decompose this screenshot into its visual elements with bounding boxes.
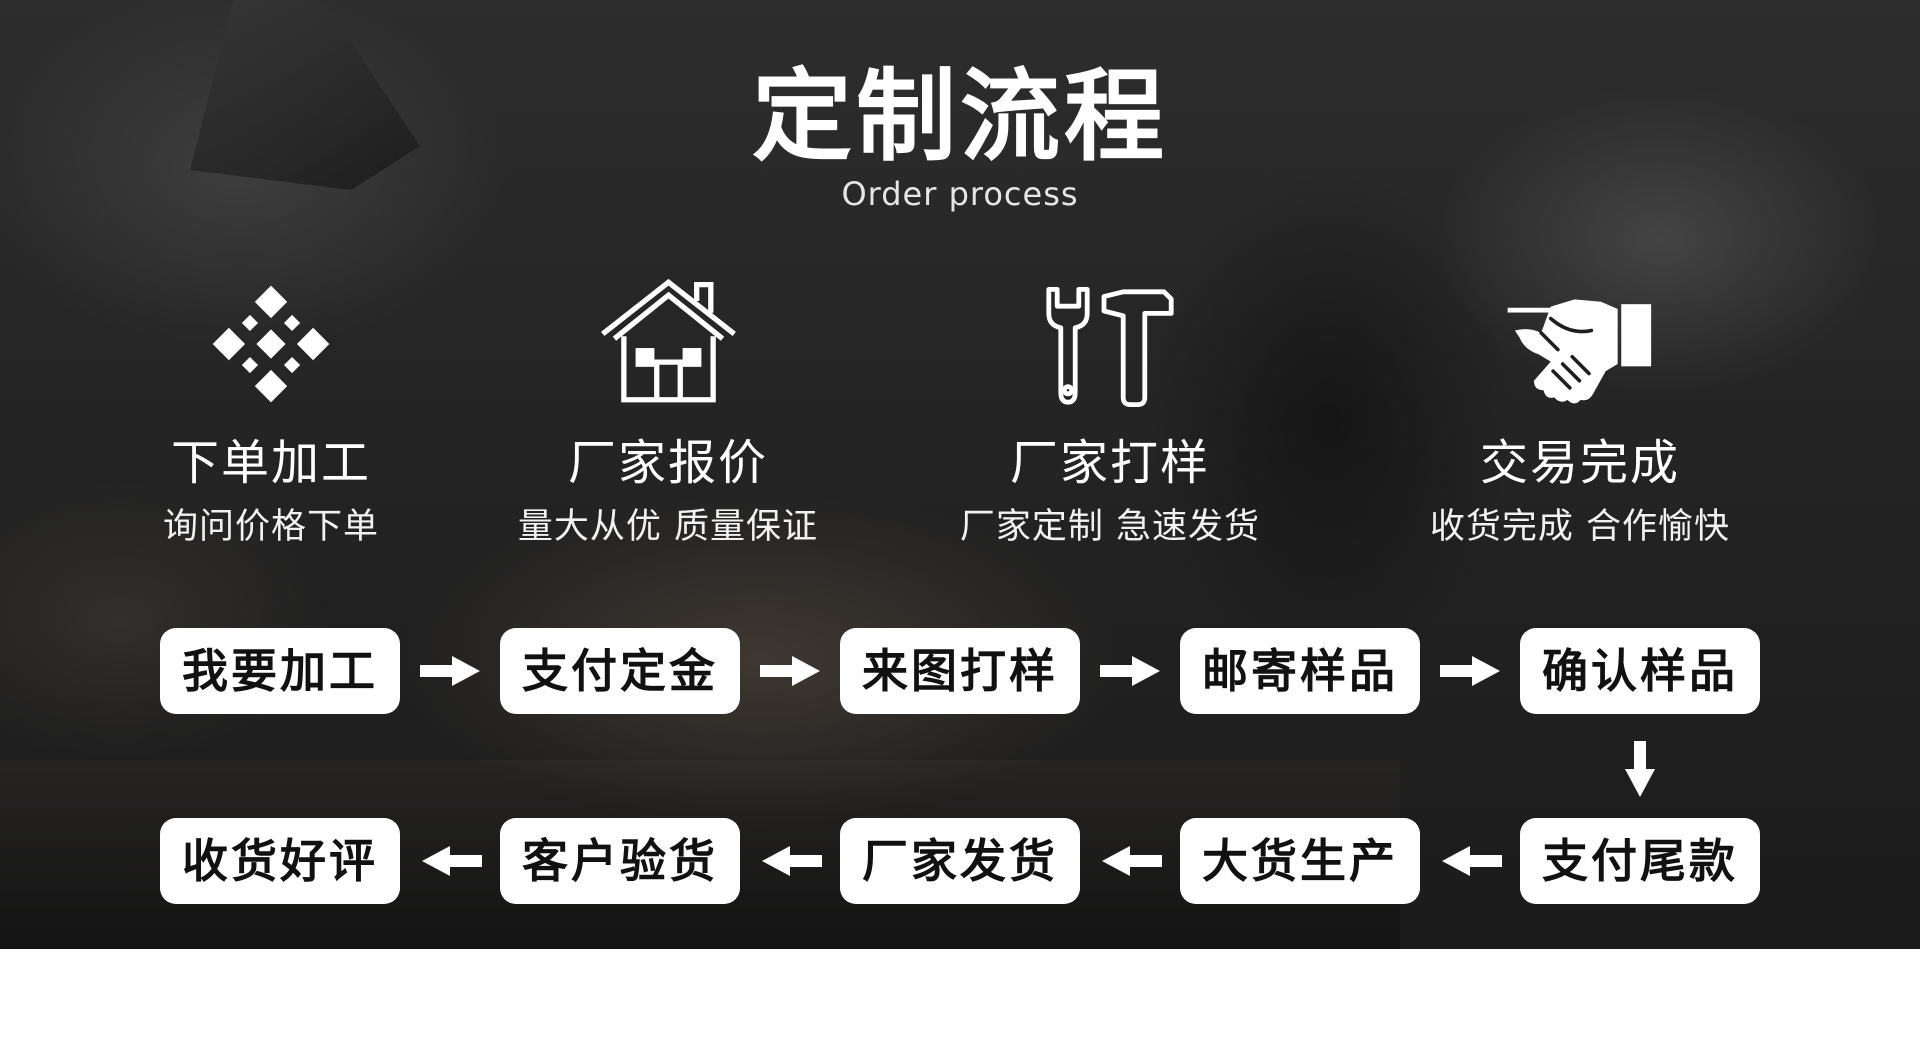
arrow-right-icon [760, 656, 820, 686]
flow-step-pay-balance: 支付尾款 [1520, 818, 1760, 904]
flow-step-sample-from-drawing: 来图打样 [840, 628, 1080, 714]
arrow-right-icon [1440, 656, 1500, 686]
step-label: 交易完成 [1479, 435, 1680, 491]
tools-icon [910, 265, 1310, 407]
flow-step-receive-review: 收货好评 [160, 818, 400, 904]
handshake-icon [1380, 265, 1780, 407]
arrow-left-icon [762, 846, 822, 876]
background-photo [0, 0, 1920, 949]
step-factory-sample: 厂家打样 厂家定制 急速发货 [910, 265, 1310, 555]
flow-step-customer-inspection: 客户验货 [500, 818, 740, 904]
step-factory-quote: 厂家报价 量大从优 质量保证 [468, 265, 868, 555]
arrow-left-icon [1442, 846, 1502, 876]
flow-step-request-processing: 我要加工 [160, 628, 400, 714]
step-label: 厂家打样 [1009, 435, 1210, 491]
flow-step-confirm-sample: 确认样品 [1520, 628, 1760, 714]
arrow-right-icon [1100, 656, 1160, 686]
arrow-left-icon [422, 846, 482, 876]
step-label: 下单加工 [170, 435, 371, 491]
house-icon [468, 265, 868, 407]
page-subtitle: Order process [841, 175, 1079, 213]
arrow-right-icon [420, 656, 480, 686]
flow-step-factory-shipping: 厂家发货 [840, 818, 1080, 904]
flow-step-pay-deposit: 支付定金 [500, 628, 740, 714]
flow-step-mail-sample: 邮寄样品 [1180, 628, 1420, 714]
flow-step-mass-production: 大货生产 [1180, 818, 1420, 904]
step-description: 厂家定制 急速发货 [959, 507, 1261, 547]
arrow-down-icon [1625, 741, 1655, 797]
step-description: 收货完成 合作愉快 [1429, 507, 1731, 547]
page-title: 定制流程 [752, 58, 1168, 175]
diamond-pattern-icon [71, 265, 471, 407]
step-deal-complete: 交易完成 收货完成 合作愉快 [1380, 265, 1780, 555]
arrow-left-icon [1102, 846, 1162, 876]
step-description: 询问价格下单 [162, 507, 379, 547]
step-label: 厂家报价 [567, 435, 768, 491]
step-description: 量大从优 质量保证 [517, 507, 819, 547]
step-place-order: 下单加工 询问价格下单 [71, 265, 471, 555]
